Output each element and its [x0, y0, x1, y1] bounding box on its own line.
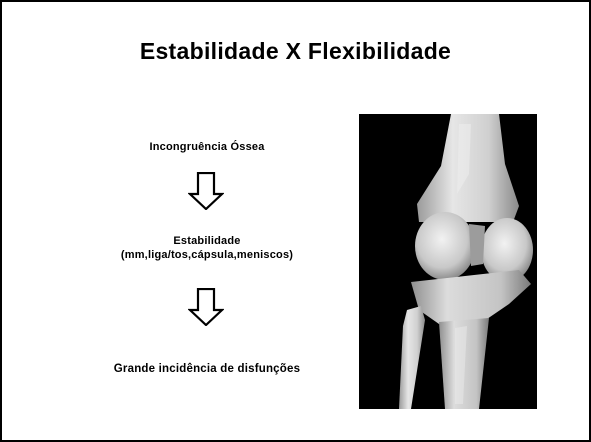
tibia-plateau: [411, 270, 531, 324]
knee-joint-image: [359, 114, 537, 409]
flow-step-subtext: (mm,liga/tos,cápsula,meniscos): [62, 248, 352, 262]
flow-step-text: Estabilidade: [62, 234, 352, 248]
down-arrow-icon: [188, 172, 224, 210]
medial-condyle: [415, 212, 475, 280]
flow-step-text: Grande incidência de disfunções: [114, 363, 300, 375]
flow-step-text: Incongruência Óssea: [149, 141, 264, 153]
flow-step-incongruence: Incongruência Óssea: [62, 140, 352, 154]
knee-bones-illustration: [359, 114, 537, 409]
intercondylar-notch: [469, 224, 485, 266]
flow-step-stability: Estabilidade (mm,liga/tos,cápsula,menisc…: [62, 234, 352, 262]
slide-title: Estabilidade X Flexibilidade: [2, 38, 589, 65]
down-arrow-icon: [188, 288, 224, 326]
flow-step-dysfunctions: Grande incidência de disfunções: [62, 362, 352, 376]
fibula: [399, 306, 425, 409]
